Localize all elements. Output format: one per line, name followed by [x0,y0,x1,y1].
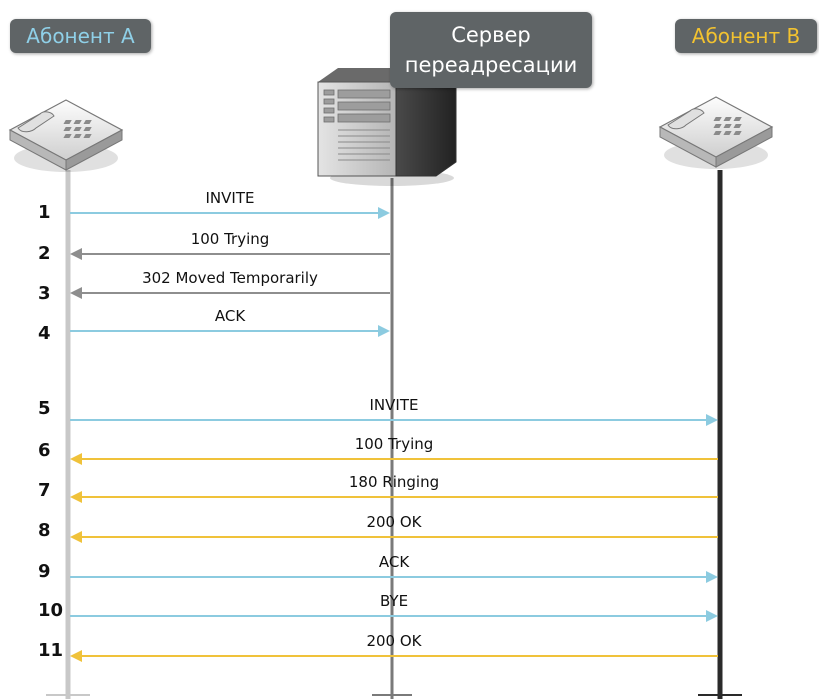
message-label: INVITE [369,396,419,414]
lifeline-b [698,170,742,699]
participant-a-label: Абонент А [10,19,151,53]
message-arrowhead [706,571,718,583]
message-arrowhead [70,453,82,465]
step-number: 2 [38,243,51,264]
message-label: BYE [379,592,409,610]
message-label: 100 Trying [354,435,434,453]
step-number: 9 [38,561,51,582]
step-number: 8 [38,520,51,541]
message-label: ACK [378,553,410,571]
message-label: INVITE [205,189,255,207]
participant-server-text-line2: переадресации [404,53,578,77]
phone-b-icon [658,96,774,169]
step-number: 1 [38,202,51,223]
lifeline-server [372,178,412,699]
step-number: 11 [38,640,64,661]
participant-b-label: Абонент В [675,19,817,53]
participant-server-text-line1: Сервер [451,23,531,47]
participant-server-label: Сервер переадресации [390,12,592,88]
messages [70,207,718,662]
participant-b-text: Абонент В [691,24,801,48]
message-arrowhead [70,248,82,260]
step-number: 3 [38,283,51,304]
message-arrowhead [378,207,390,219]
message-label: 200 OK [366,513,422,531]
step-number: 5 [38,398,51,419]
message-label: 100 Trying [190,230,270,248]
server-icon [317,67,457,186]
message-label: ACK [214,307,246,325]
message-label: 302 Moved Temporarily [142,269,318,287]
message-arrowhead [70,650,82,662]
step-number: 7 [38,480,51,501]
message-arrowhead [706,414,718,426]
participant-a-text: Абонент А [26,24,135,48]
message-arrowhead [706,610,718,622]
message-arrowhead [70,531,82,543]
step-number: 10 [38,600,64,621]
lifeline-a [46,170,90,699]
phone-a-icon [8,99,124,172]
step-number: 6 [38,440,51,461]
step-number: 4 [38,323,51,344]
message-arrowhead [378,325,390,337]
message-arrowhead [70,491,82,503]
message-label: 180 Ringing [348,473,440,491]
message-arrowhead [70,287,82,299]
message-label: 200 OK [366,632,422,650]
